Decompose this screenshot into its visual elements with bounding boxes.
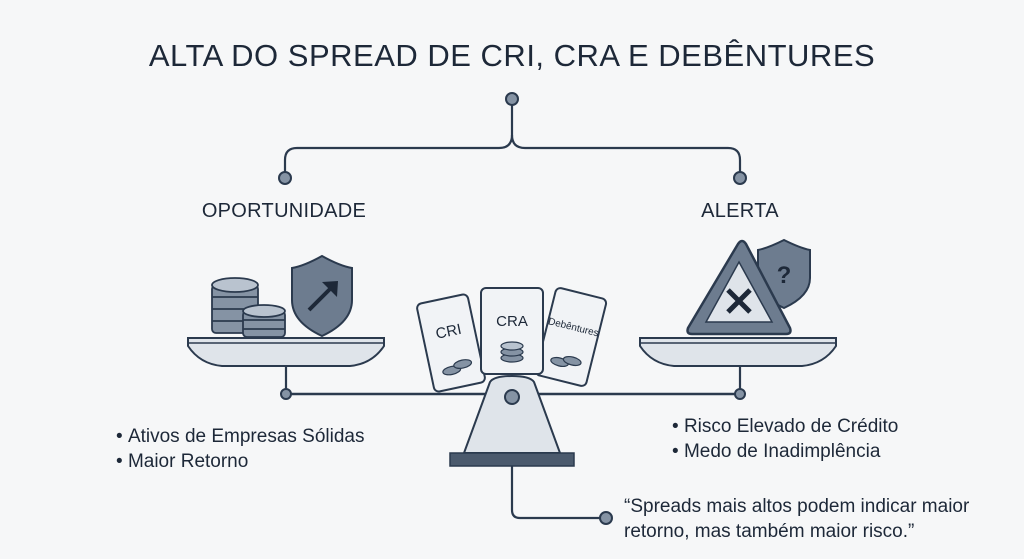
quote-connector — [510, 466, 600, 520]
opportunity-list: Ativos de Empresas Sólidas Maior Retorno — [116, 424, 365, 474]
card-label-cri: CRI — [434, 321, 463, 343]
alert-list: Risco Elevado de Crédito Medo de Inadimp… — [672, 414, 898, 464]
right-pan — [639, 337, 837, 393]
heading-alert: ALERTA — [701, 200, 779, 222]
card-cri: CRI — [416, 293, 486, 393]
warning-triangle-icon — [686, 239, 792, 336]
left-node — [278, 171, 292, 185]
list-item: Ativos de Empresas Sólidas — [116, 424, 365, 449]
heading-opportunity: OPORTUNIDADE — [201, 200, 367, 222]
list-item: Medo de Inadimplência — [672, 439, 898, 464]
fulcrum — [449, 374, 575, 467]
beam-left-end — [280, 388, 292, 400]
list-item: Risco Elevado de Crédito — [672, 414, 898, 439]
quote-text: “Spreads mais altos podem indicar maior … — [624, 496, 970, 542]
connector-lines — [283, 99, 742, 176]
page-title: ALTA DO SPREAD DE CRI, CRA E DEBÊNTURES — [148, 38, 876, 73]
shield-arrow-icon — [291, 254, 353, 338]
card-debentures: Debêntures — [534, 287, 608, 387]
quote-node — [599, 511, 613, 525]
card-cra: CRA — [480, 287, 544, 375]
coin-stack-icon — [211, 277, 286, 338]
card-label-cra: CRA — [496, 313, 528, 330]
list-item: Maior Retorno — [116, 449, 365, 474]
svg-text:?: ? — [777, 262, 792, 289]
beam-right-end — [734, 388, 746, 400]
left-pan — [187, 337, 385, 393]
title-node — [505, 92, 519, 106]
right-node — [733, 171, 747, 185]
